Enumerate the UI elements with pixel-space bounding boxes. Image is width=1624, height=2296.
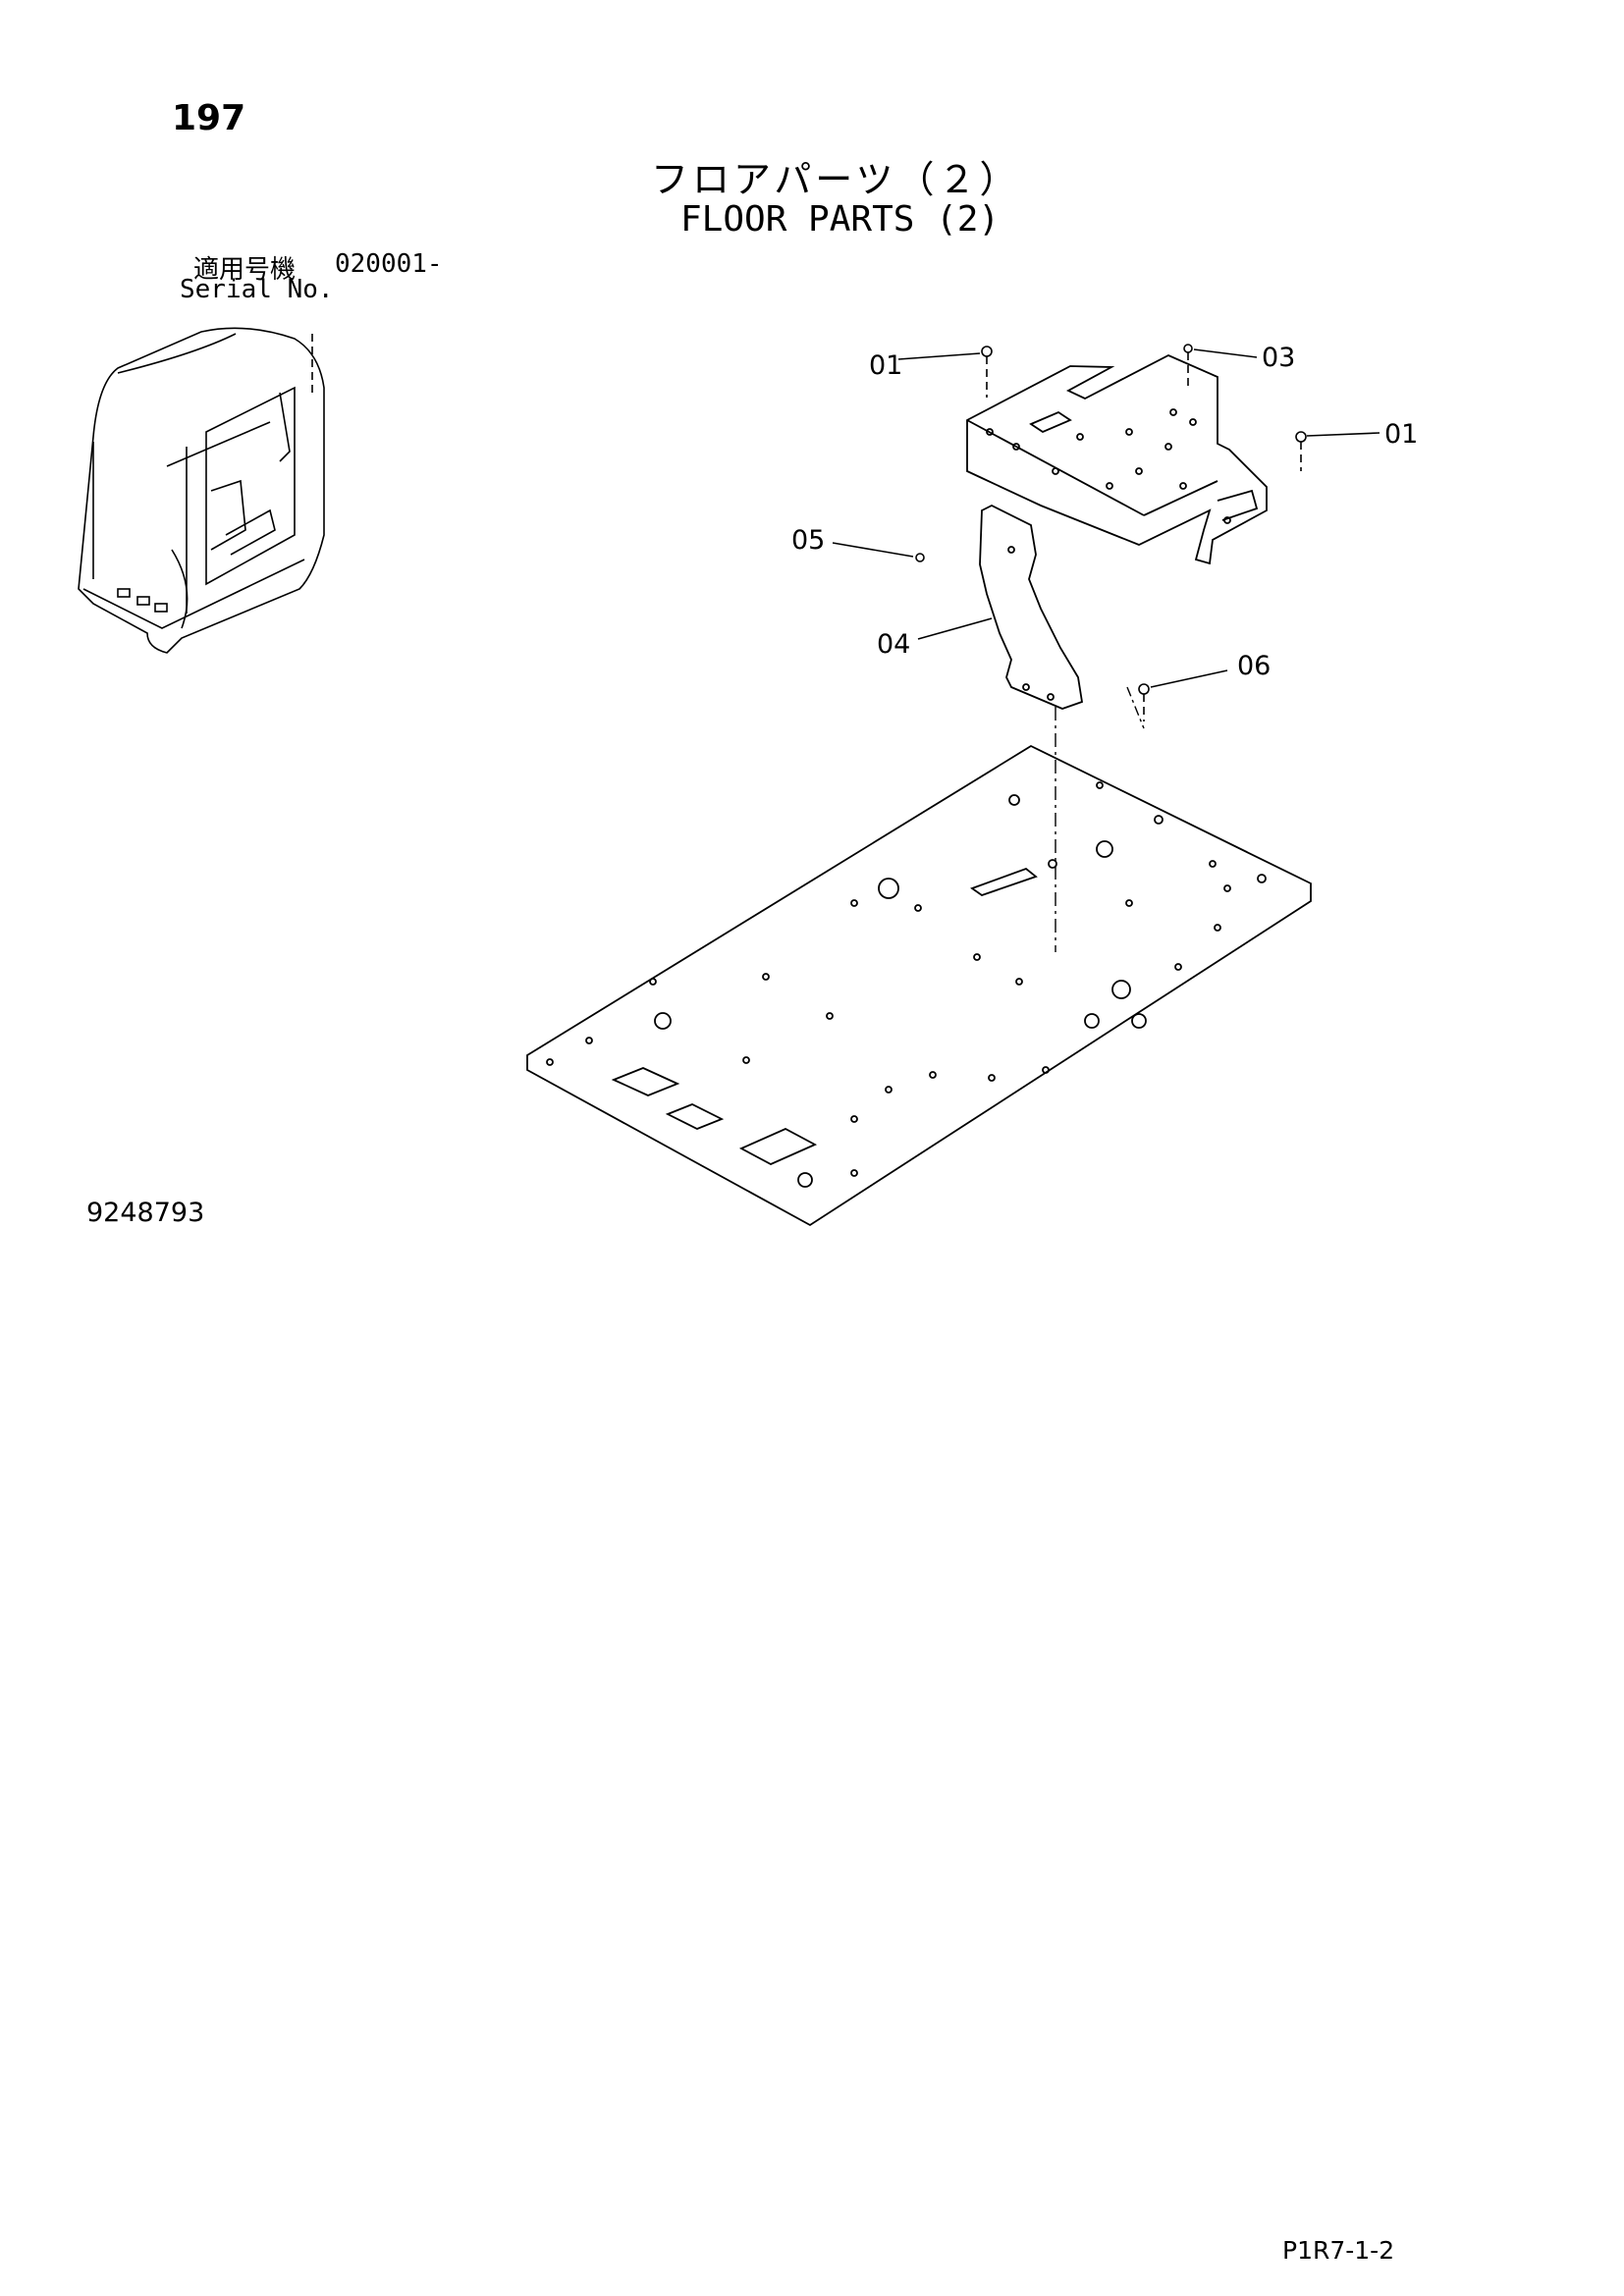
page-number: 197 — [172, 98, 246, 138]
serial-label-english: Serial No. — [180, 275, 334, 304]
title-english: FLOOR PARTS (2) — [680, 199, 1001, 240]
document-number: 9248793 — [86, 1198, 205, 1228]
callout-04: 04 — [877, 629, 911, 660]
floor-plate — [526, 744, 1312, 1227]
cab-thumbnail — [78, 327, 325, 654]
callout-01-right: 01 — [1384, 419, 1419, 450]
assembly-centerline-short — [1126, 686, 1145, 729]
callout-06: 06 — [1237, 651, 1272, 681]
bracket-04 — [979, 504, 1084, 710]
fasteners — [915, 344, 1307, 721]
callout-05: 05 — [791, 525, 826, 556]
serial-label-japanese: 適用号機 — [193, 255, 297, 285]
callout-01-top: 01 — [869, 350, 903, 381]
serial-value: 020001- — [335, 249, 443, 279]
callout-03: 03 — [1262, 343, 1296, 373]
title-japanese: フロアパーツ（２） — [651, 158, 1021, 201]
upper-bracket-plate — [966, 354, 1268, 565]
leader-lines — [832, 348, 1380, 688]
page-reference: P1R7-1-2 — [1282, 2236, 1395, 2265]
